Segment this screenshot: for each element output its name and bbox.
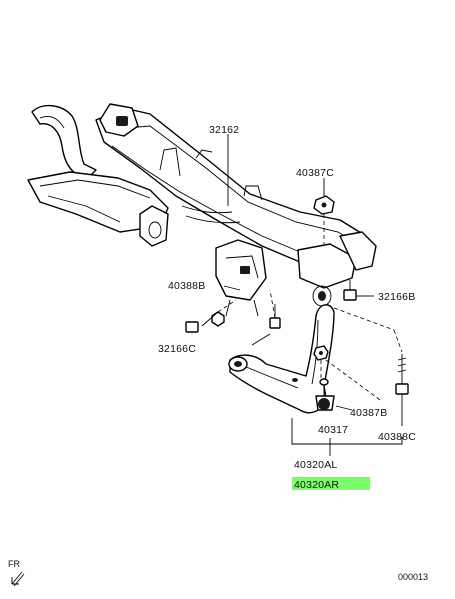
direction-label: FR [8, 559, 20, 569]
highlight-box [292, 477, 370, 490]
label-32162[interactable]: 32162 [209, 124, 239, 136]
label-40387c[interactable]: 40387C [296, 167, 334, 179]
figure-code: 000013 [398, 572, 428, 582]
label-40317[interactable]: 40317 [318, 424, 348, 436]
label-32166c[interactable]: 32166C [158, 343, 196, 355]
front-subframe-drawing [27, 103, 377, 317]
label-40320ar[interactable]: 40320AR [294, 479, 339, 491]
leader-lines [217, 134, 403, 456]
direction-marker: FR [8, 559, 25, 587]
front-arrow-icon [11, 571, 25, 587]
label-40387b[interactable]: 40387B [350, 407, 387, 419]
label-40388b[interactable]: 40388B [168, 280, 205, 292]
label-32166b[interactable]: 32166B [378, 291, 415, 303]
label-40388c[interactable]: 40388C [378, 431, 416, 443]
fasteners-drawing [185, 195, 409, 395]
label-40320al[interactable]: 40320AL [294, 459, 337, 471]
lower-control-arm-drawing [228, 304, 335, 414]
